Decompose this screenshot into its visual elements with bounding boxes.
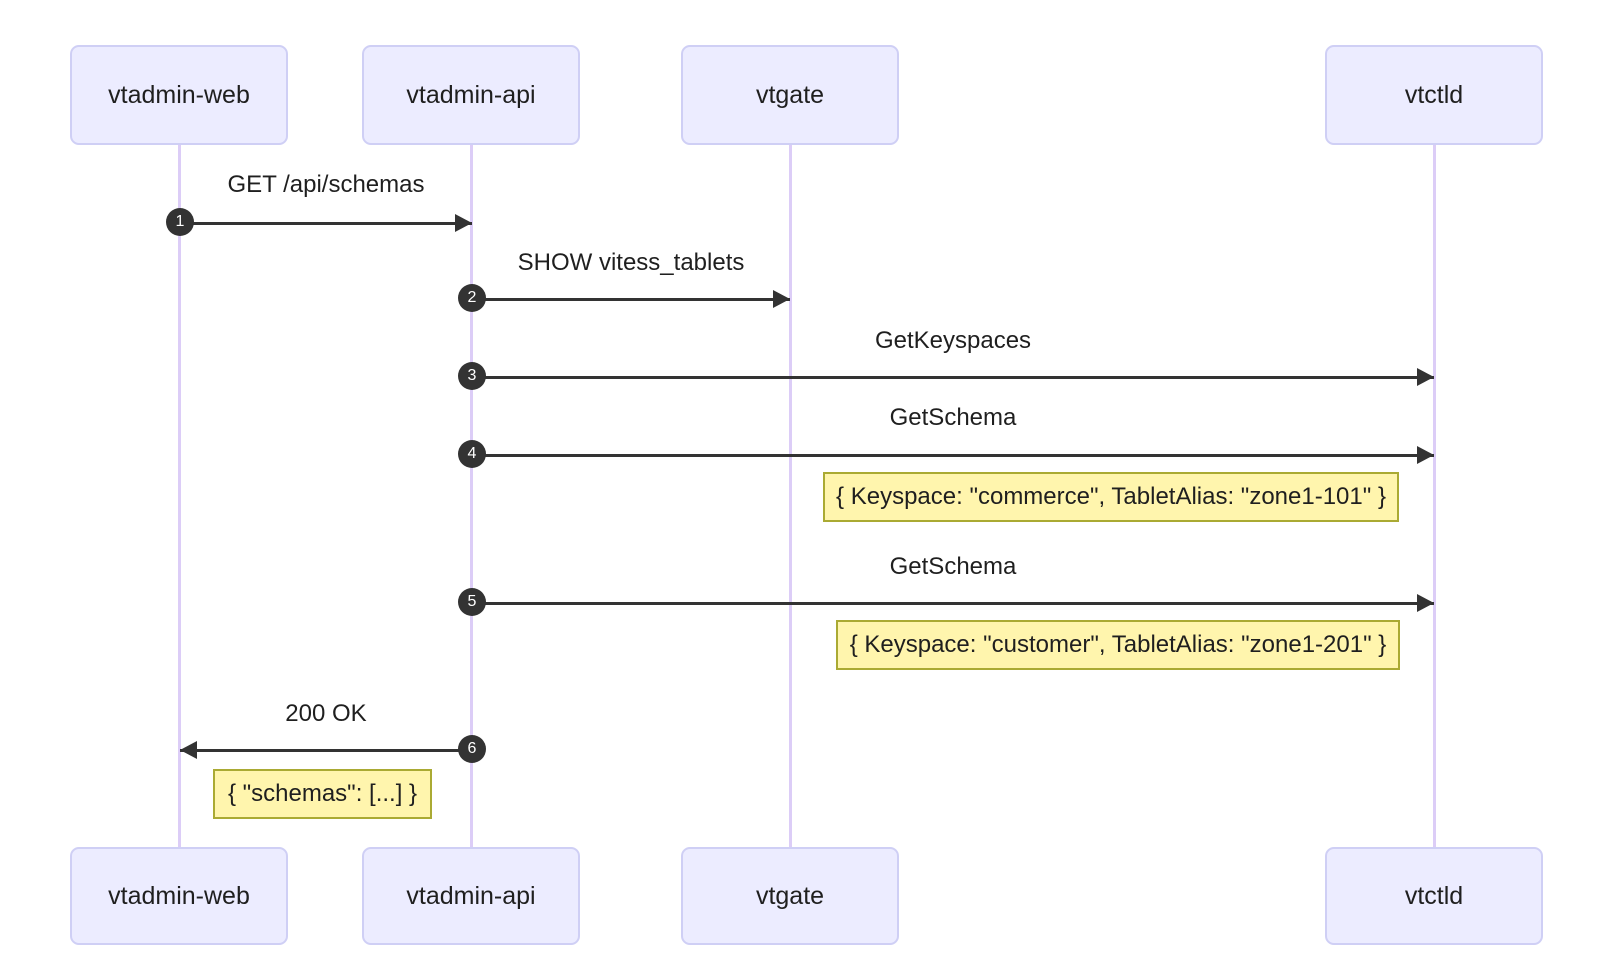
- participant-label: vtadmin-web: [108, 881, 250, 910]
- lifeline-vtadmin-api: [470, 145, 473, 847]
- sequence-number-5: 5: [458, 588, 486, 616]
- sequence-number-6: 6: [458, 735, 486, 763]
- note-text: { Keyspace: "customer", TabletAlias: "zo…: [849, 631, 1387, 658]
- sequence-number-2: 2: [458, 284, 486, 312]
- note-schemas: { "schemas": [...] }: [213, 769, 432, 819]
- message-label-2: SHOW vitess_tablets: [517, 249, 745, 276]
- message-label-4: GetSchema: [889, 404, 1017, 431]
- participant-box-vtadmin-web-top[interactable]: vtadmin-web: [70, 45, 288, 145]
- participant-label: vtgate: [755, 80, 825, 109]
- participant-box-vtadmin-web-bottom[interactable]: vtadmin-web: [70, 847, 288, 945]
- participant-box-vtctld-bottom[interactable]: vtctld: [1325, 847, 1543, 945]
- note-customer: { Keyspace: "customer", TabletAlias: "zo…: [836, 620, 1400, 670]
- note-commerce: { Keyspace: "commerce", TabletAlias: "zo…: [823, 472, 1399, 522]
- participant-box-vtadmin-api-bottom[interactable]: vtadmin-api: [362, 847, 580, 945]
- participant-label: vtadmin-api: [406, 881, 536, 910]
- message-label-5: GetSchema: [889, 553, 1017, 580]
- sequence-number-1: 1: [166, 208, 194, 236]
- message-label-6: 200 OK: [285, 700, 367, 727]
- lifeline-vtadmin-web: [178, 145, 181, 847]
- participant-box-vtgate-bottom[interactable]: vtgate: [681, 847, 899, 945]
- participant-label: vtctld: [1404, 881, 1464, 910]
- note-text: { Keyspace: "commerce", TabletAlias: "zo…: [836, 483, 1386, 510]
- participant-label: vtadmin-web: [108, 80, 250, 109]
- lifeline-vtctld: [1433, 145, 1436, 847]
- participant-label: vtadmin-api: [406, 80, 536, 109]
- participant-label: vtctld: [1404, 80, 1464, 109]
- participant-box-vtctld-top[interactable]: vtctld: [1325, 45, 1543, 145]
- message-label-1: GET /api/schemas: [227, 171, 425, 198]
- participant-label: vtgate: [755, 881, 825, 910]
- lifeline-vtgate: [789, 145, 792, 847]
- sequence-number-4: 4: [458, 440, 486, 468]
- participant-box-vtadmin-api-top[interactable]: vtadmin-api: [362, 45, 580, 145]
- note-text: { "schemas": [...] }: [227, 780, 418, 807]
- participant-box-vtgate-top[interactable]: vtgate: [681, 45, 899, 145]
- sequence-number-3: 3: [458, 362, 486, 390]
- message-label-3: GetKeyspaces: [874, 327, 1032, 354]
